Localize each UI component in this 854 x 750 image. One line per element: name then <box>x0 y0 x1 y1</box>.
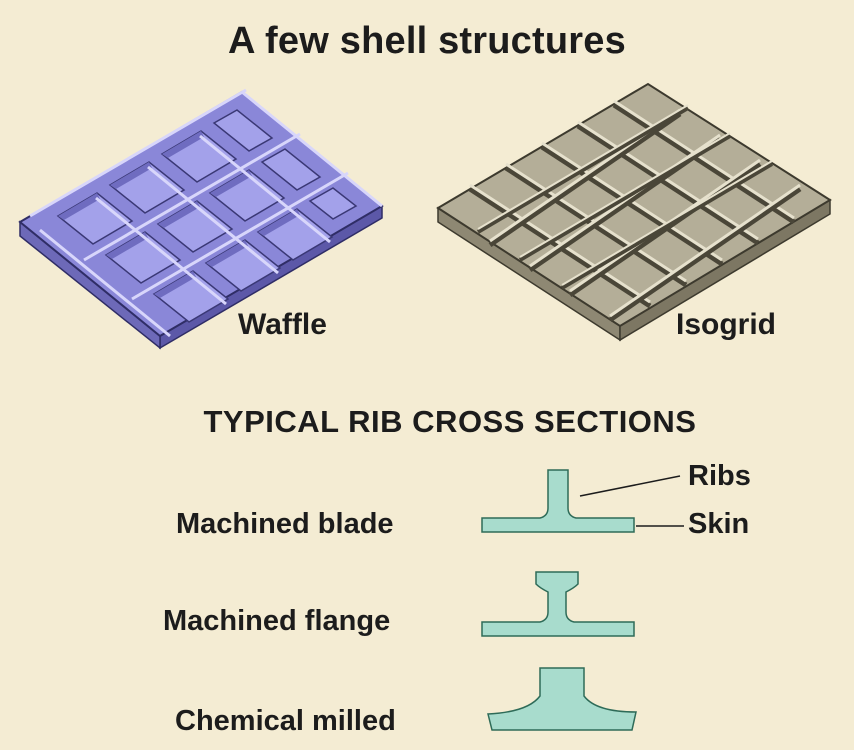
ribs-leader-line <box>579 475 681 497</box>
isogrid-label: Isogrid <box>676 308 777 341</box>
cross-sections-heading: TYPICAL RIB CROSS SECTIONS <box>203 404 697 439</box>
page-title: A few shell structures <box>228 20 626 62</box>
waffle-panel <box>18 88 384 350</box>
cross-section-chemical-milled <box>487 667 637 731</box>
cross-section-machined-blade <box>481 469 635 533</box>
waffle-label: Waffle <box>238 308 327 341</box>
skin-callout: Skin <box>688 508 750 540</box>
isogrid-panel <box>436 82 832 342</box>
machined-flange-label: Machined flange <box>163 605 391 637</box>
cross-section-machined-flange <box>481 571 635 637</box>
chemical-milled-label: Chemical milled <box>175 705 396 737</box>
machined-blade-label: Machined blade <box>176 508 394 540</box>
ribs-callout: Ribs <box>688 460 751 492</box>
